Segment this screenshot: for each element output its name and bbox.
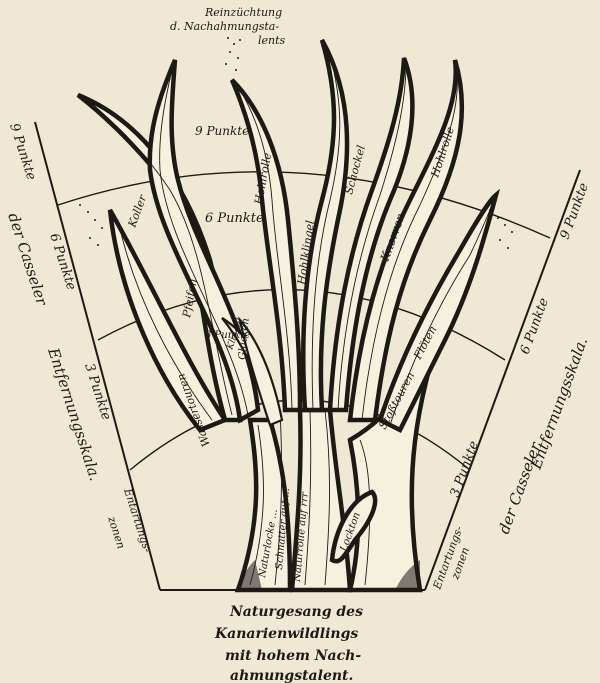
left-extinction-label-2: zonen: [105, 514, 128, 550]
right-scale-name-label: Entfernungsskala.: [527, 335, 592, 472]
caption-line-1: Naturgesang des: [229, 604, 363, 620]
left-6-points-label: 6 Punkte: [46, 232, 78, 293]
caption-line-3: mit hohem Nach-: [225, 648, 361, 664]
stipple: [225, 63, 227, 65]
left-9-points-label: 9 Punkte: [6, 122, 38, 183]
left-scale-labels: 9 Punkte 6 Punkte 3 Punkte der Casseler …: [4, 122, 154, 555]
stipple: [229, 51, 231, 53]
caption-line-2: Kanarienwildlings: [214, 626, 358, 642]
stipple: [511, 231, 513, 233]
caption-line-4: ahmungstalent.: [230, 668, 353, 683]
right-scale-labels: 9 Punkte 6 Punkte 3 Punkte der Casseler …: [430, 181, 592, 592]
label-koller: Koller: [125, 193, 149, 230]
stipple: [87, 211, 89, 213]
stipple: [235, 69, 237, 71]
stipple: [97, 244, 99, 246]
right-9-points-label: 9 Punkte: [558, 181, 592, 242]
caption: Naturgesang des Kanarienwildlings mit ho…: [214, 604, 363, 683]
stipple: [499, 239, 501, 241]
stipple: [227, 37, 229, 39]
right-3-points-label: 3 Punkte: [448, 439, 482, 500]
direction-label: Reinzüchtung d. Nachahmungsta- lents: [170, 6, 286, 47]
zone-6-inner-label: 6 Punkte: [205, 211, 264, 226]
stipple: [233, 43, 235, 45]
stipple: [497, 217, 499, 219]
stipple: [237, 57, 239, 59]
left-casseler-label: der Casseler: [4, 211, 51, 309]
left-3-points-label: 3 Punkte: [81, 362, 113, 423]
stipple: [507, 247, 509, 249]
stipple: [101, 227, 103, 229]
zone-9-inner-label: 9 Punkte: [195, 124, 249, 138]
stipple: [89, 237, 91, 239]
direction-line-3: lents: [258, 34, 286, 47]
stipple: [489, 209, 491, 211]
direction-line-1: Reinzüchtung: [204, 6, 282, 19]
stipple: [94, 219, 96, 221]
stipple: [504, 224, 506, 226]
direction-line-2: d. Nachahmungsta-: [170, 20, 279, 33]
stipple: [79, 204, 81, 206]
stipple: [239, 39, 241, 41]
branches: [78, 40, 496, 561]
